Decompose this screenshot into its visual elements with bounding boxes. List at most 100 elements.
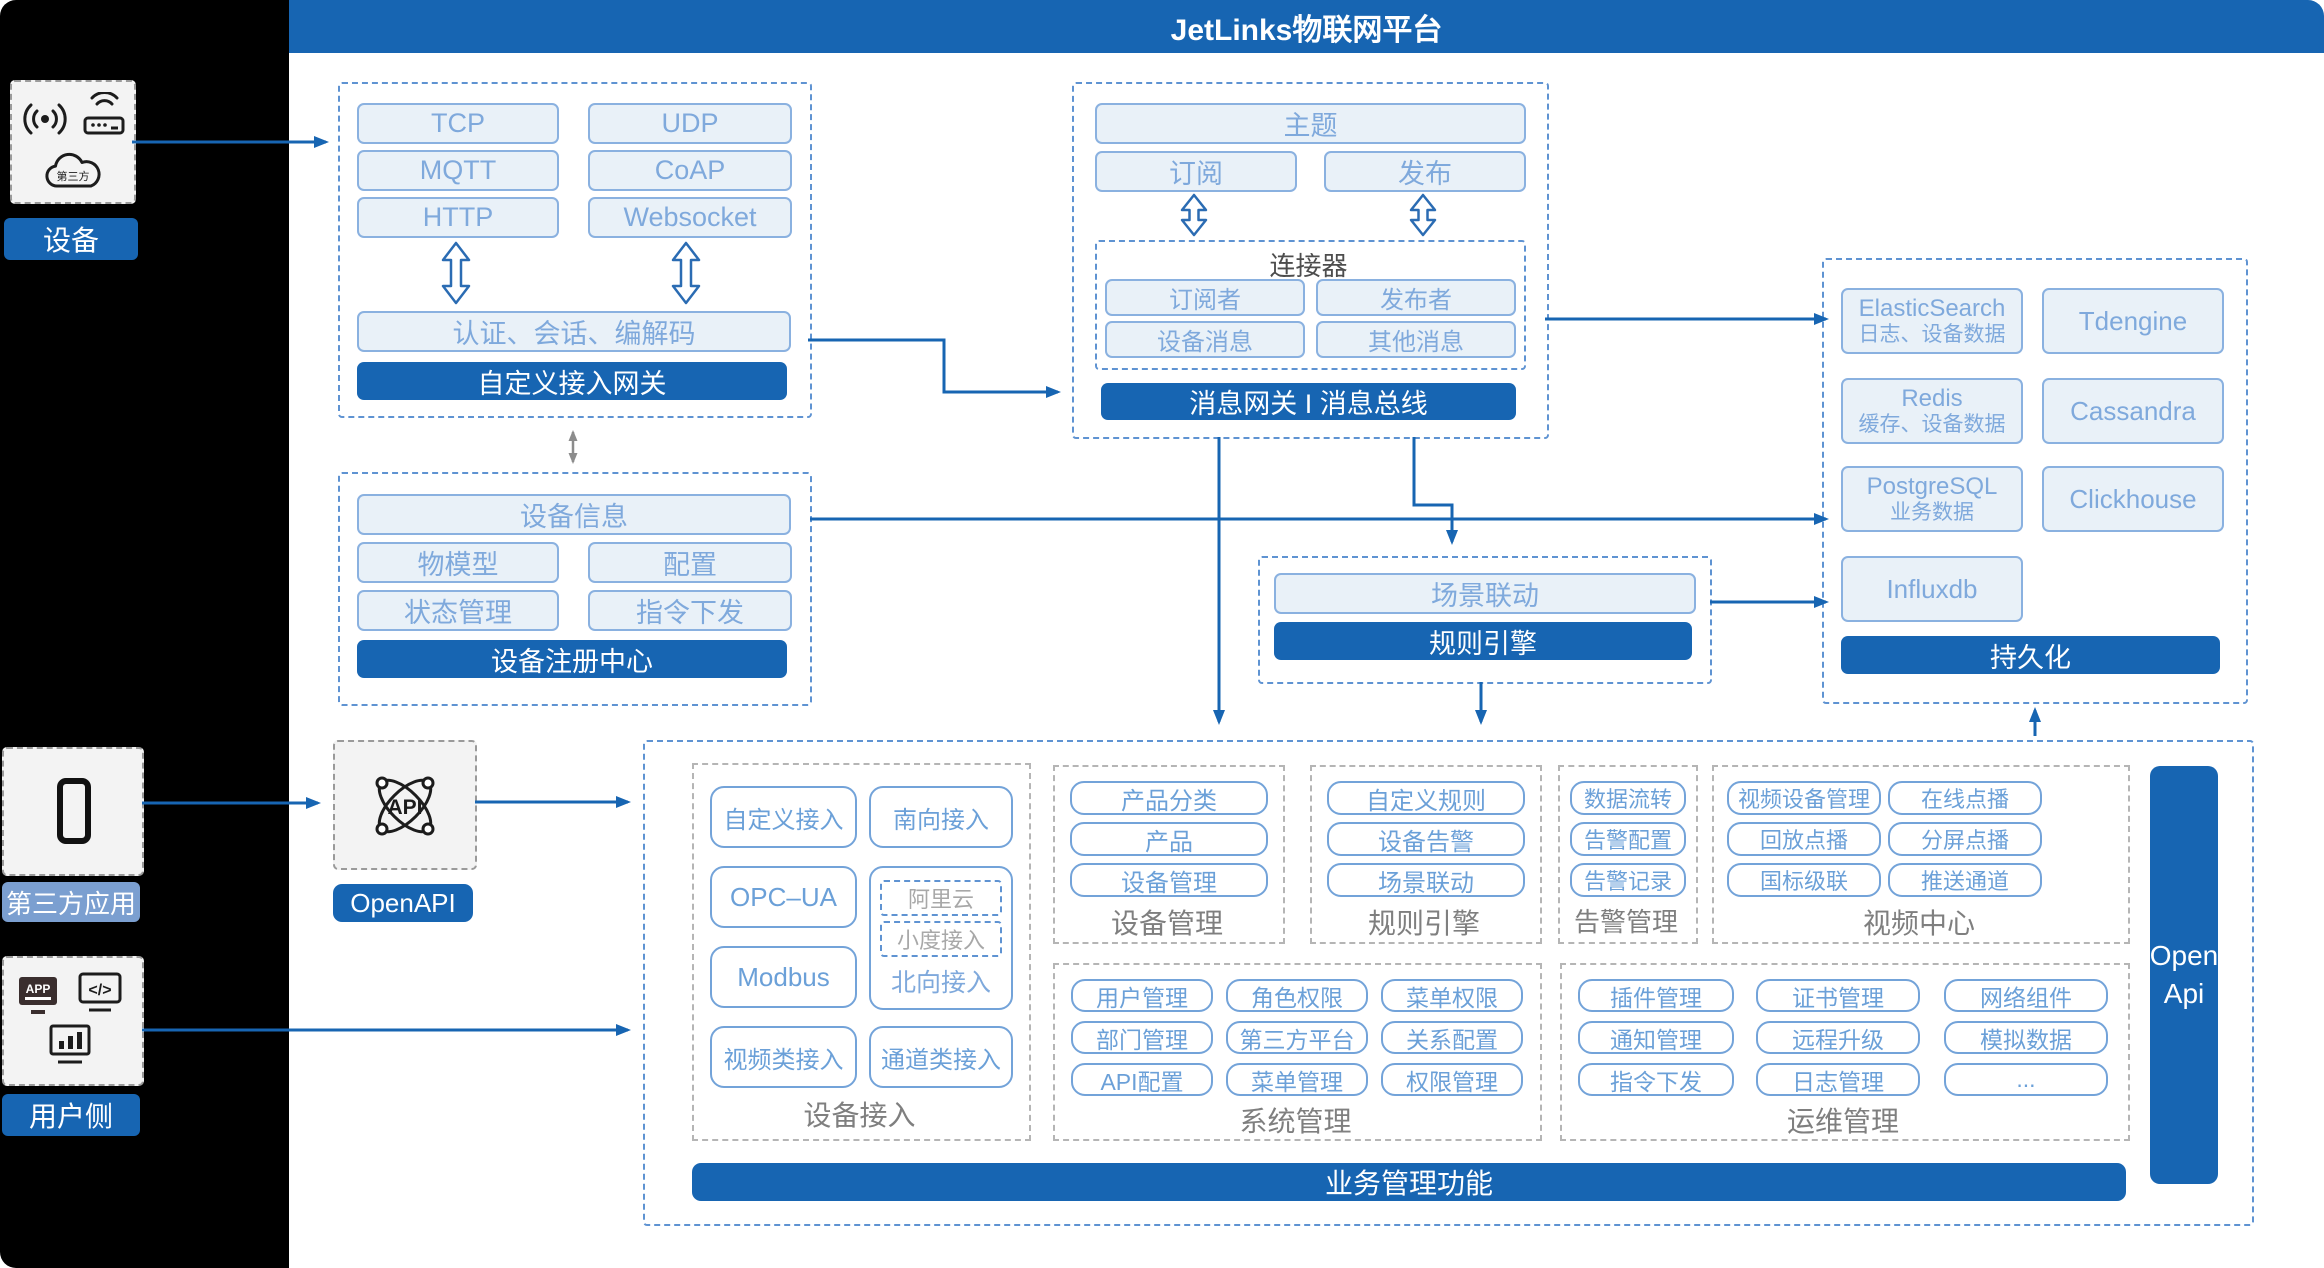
protocol-websocket: Websocket (588, 197, 792, 238)
video-center-column (1712, 765, 2130, 944)
db-postgresql-desc: 业务数据 (1890, 500, 1974, 524)
publisher-box: 发布者 (1316, 279, 1516, 316)
mock-data-box: 模拟数据 (1944, 1021, 2108, 1054)
dept-mgmt-box: 部门管理 (1071, 1021, 1213, 1054)
openapi-badge: OpenAPI (333, 884, 473, 922)
plugin-mgmt-box: 插件管理 (1578, 979, 1734, 1012)
user-mgmt-box: 用户管理 (1071, 979, 1213, 1012)
arrow-bus-to-rule-engine (1412, 437, 1458, 545)
db-redis: Redis 缓存、设备数据 (1841, 378, 2023, 444)
config-box: 配置 (588, 542, 792, 583)
notify-mgmt-box: 通知管理 (1578, 1021, 1734, 1054)
device-message-box: 设备消息 (1105, 321, 1305, 358)
open-api-bar-line2: Api (2163, 978, 2205, 1009)
publish-box: 发布 (1324, 151, 1526, 192)
push-channel-box: 推送通道 (1888, 863, 2042, 897)
api-atom-icon: API (375, 776, 435, 836)
custom-access-box: 自定义接入 (710, 786, 857, 848)
third-platform-box: 第三方平台 (1226, 1021, 1368, 1054)
cert-mgmt-box: 证书管理 (1756, 979, 1920, 1012)
subscriber-box: 订阅者 (1105, 279, 1305, 316)
registry-group (338, 472, 812, 706)
protocol-http: HTTP (357, 197, 559, 238)
remote-upgrade-box: 远程升级 (1756, 1021, 1920, 1054)
playback-box: 回放点播 (1727, 822, 1881, 856)
app-icon: APP (19, 977, 57, 1014)
protocol-mqtt: MQTT (357, 150, 559, 191)
modbus-box: Modbus (710, 946, 857, 1008)
api-config-box: API配置 (1071, 1063, 1213, 1096)
alarm-mgmt-caption: 告警管理 (1573, 907, 1678, 937)
user-side-box: APP </> (2, 956, 144, 1086)
device-access-column (692, 763, 1031, 1141)
subscribe-box: 订阅 (1095, 151, 1297, 192)
product-box: 产品 (1070, 822, 1268, 856)
ops-mgmt-caption: 运维管理 (1786, 1106, 1899, 1137)
user-side-badge: 用户侧 (2, 1094, 140, 1136)
rule-engine-column (1310, 765, 1542, 944)
persistence-group (1822, 258, 2248, 704)
gateway-group (338, 82, 812, 418)
device-alarm-box: 设备告警 (1327, 822, 1525, 856)
relation-config-box: 关系配置 (1381, 1021, 1523, 1054)
custom-gateway-footer: 自定义接入网关 (357, 362, 787, 400)
video-center-caption: 视频中心 (1862, 908, 1975, 939)
cmd-send-box: 指令下发 (588, 590, 792, 631)
auth-session-codec: 认证、会话、编解码 (357, 311, 791, 352)
db-elasticsearch-desc: 日志、设备数据 (1858, 322, 2006, 346)
message-bus-group (1072, 82, 1549, 439)
db-elasticsearch: ElasticSearch 日志、设备数据 (1841, 288, 2023, 354)
device-mgmt-box: 设备管理 (1070, 863, 1268, 897)
data-flow-box: 数据流转 (1570, 781, 1686, 815)
cloud-icon-label: 第三方 (57, 169, 90, 183)
connector-group (1095, 240, 1526, 370)
menu-perm-box: 菜单权限 (1381, 979, 1523, 1012)
north-access-box: 阿里云 小度接入 北向接入 (869, 866, 1013, 1010)
rule-engine-footer: 规则引擎 (1274, 622, 1692, 660)
open-api-bar-line1: Open (2149, 940, 2219, 972)
business-footer-bar: 业务管理功能 (692, 1163, 2126, 1201)
topic-box: 主题 (1095, 103, 1526, 144)
south-access-box: 南向接入 (869, 786, 1013, 848)
perm-mgmt-box: 权限管理 (1381, 1063, 1523, 1096)
xiaodu-box: 小度接入 (880, 921, 1002, 957)
rule-engine-caption: 规则引擎 (1367, 908, 1480, 939)
open-api-vertical-bar: Open Api (2150, 766, 2218, 1184)
message-gateway-footer: 消息网关 I 消息总线 (1101, 383, 1516, 420)
log-mgmt-box: 日志管理 (1756, 1063, 1920, 1096)
network-comp-box: 网络组件 (1944, 979, 2108, 1012)
alarm-config-box: 告警配置 (1570, 822, 1686, 856)
db-elasticsearch-name: ElasticSearch (1858, 295, 2006, 323)
north-access-label: 北向接入 (890, 969, 991, 997)
db-influxdb: Influxdb (1841, 556, 2023, 622)
custom-rule-box: 自定义规则 (1327, 781, 1525, 815)
third-party-app-box (2, 747, 144, 876)
scene-linkage-box: 场景联动 (1274, 573, 1696, 614)
dashboard-chart-icon (49, 1024, 91, 1064)
split-screen-box: 分屏点播 (1888, 822, 2042, 856)
device-mgmt-caption: 设备管理 (1110, 908, 1223, 939)
video-device-mgmt-box: 视频设备管理 (1727, 781, 1881, 815)
wireless-signal-icon (23, 103, 67, 135)
ops-mgmt-column (1560, 963, 2130, 1141)
system-mgmt-column (1053, 963, 1542, 1141)
protocol-udp: UDP (588, 103, 792, 144)
scene-linkage-item-box: 场景联动 (1327, 863, 1525, 897)
gb-cascade-box: 国标级联 (1727, 863, 1881, 897)
device-mgmt-column (1053, 765, 1285, 944)
system-mgmt-caption: 系统管理 (1239, 1106, 1352, 1137)
thing-model-box: 物模型 (357, 542, 559, 583)
device-sources-box: 第三方 (10, 80, 136, 204)
router-icon (83, 92, 125, 135)
menu-mgmt-box: 菜单管理 (1226, 1063, 1368, 1096)
api-icon-label: API (387, 796, 422, 819)
device-info-box: 设备信息 (357, 494, 791, 535)
opc-ua-box: OPC–UA (710, 866, 857, 928)
db-postgresql: PostgreSQL 业务数据 (1841, 466, 2023, 532)
persistence-footer: 持久化 (1841, 636, 2220, 674)
device-access-caption: 设备接入 (803, 1100, 916, 1131)
code-icon-label: </> (88, 982, 111, 999)
arrow-gateway-to-bus (808, 338, 1061, 398)
db-redis-name: Redis (1901, 385, 1963, 413)
code-window-icon: </> (78, 972, 122, 1012)
